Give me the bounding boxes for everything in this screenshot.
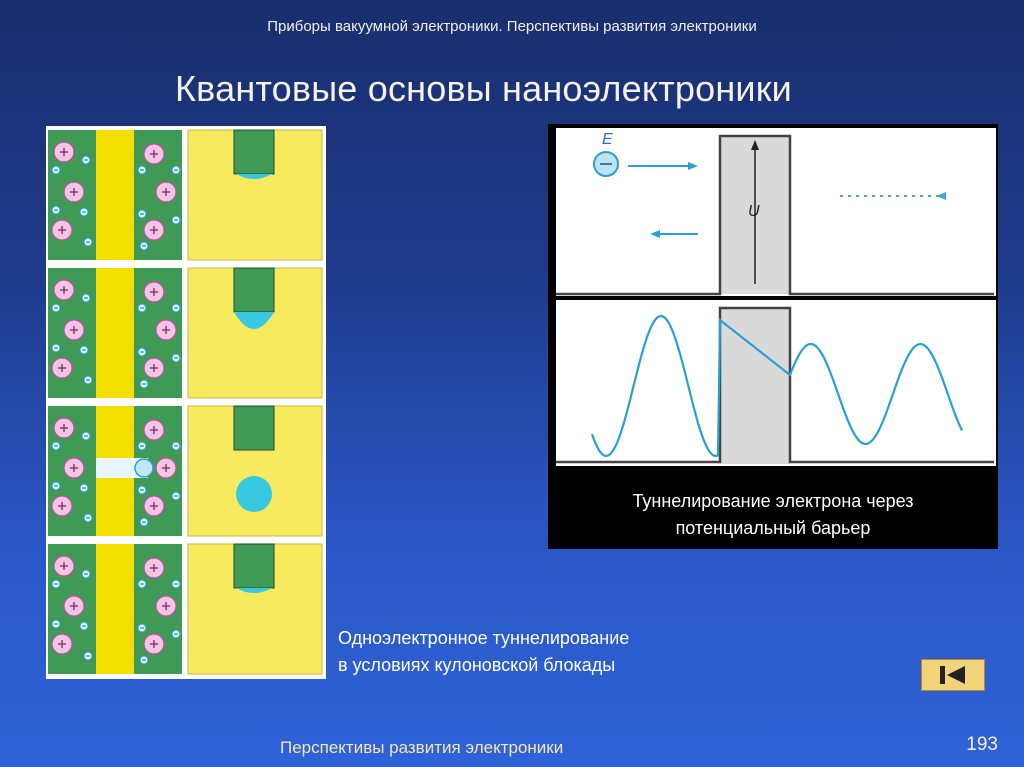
green-tip (233, 267, 275, 313)
green-tip (233, 129, 275, 175)
coulomb-blockade-caption: Одноэлектронное туннелирование в условия… (338, 625, 629, 679)
tunnel-barrier (96, 268, 134, 398)
tunnel-barrier (96, 130, 134, 260)
detached-droplet (236, 476, 272, 512)
back-to-start-button[interactable] (921, 659, 985, 691)
barrier-lower (720, 308, 790, 464)
tunneling-caption: Туннелирование электрона через потенциал… (548, 488, 998, 542)
tunneling-diagram: U E (556, 128, 996, 466)
electron-icon (134, 458, 154, 478)
wave-function (590, 315, 963, 458)
coulomb-blockade-diagram (48, 129, 323, 675)
label-energy: E (602, 131, 613, 148)
slide-header: Приборы вакуумной электроники. Перспекти… (267, 18, 757, 35)
caption-line-1: Одноэлектронное туннелирование (338, 628, 630, 648)
tunneling-electron-label (96, 458, 148, 478)
caption-line-1: Туннелирование электрона через (632, 491, 914, 511)
green-tip (233, 543, 275, 589)
potential-line-upper (556, 134, 994, 296)
coulomb-blockade-figure (46, 126, 326, 679)
caption-line-2: потенциальный барьер (675, 518, 871, 538)
potential-arrowhead (751, 140, 759, 150)
droplet (236, 588, 272, 593)
caption-line-2: в условиях кулоновской блокады (338, 655, 616, 675)
droplet (234, 312, 274, 329)
slide-footer: Перспективы развития электроники (280, 738, 564, 757)
page-number: 193 (966, 734, 998, 755)
label-potential: U (748, 203, 760, 220)
droplet (236, 174, 272, 179)
tunneling-figure: U E (548, 124, 998, 549)
tunnel-barrier (96, 544, 134, 674)
slide-title: Квантовые основы наноэлектроники (175, 68, 792, 109)
skip-to-start-icon (940, 666, 965, 684)
green-tip (233, 405, 275, 451)
potential-line-lower (556, 306, 994, 464)
